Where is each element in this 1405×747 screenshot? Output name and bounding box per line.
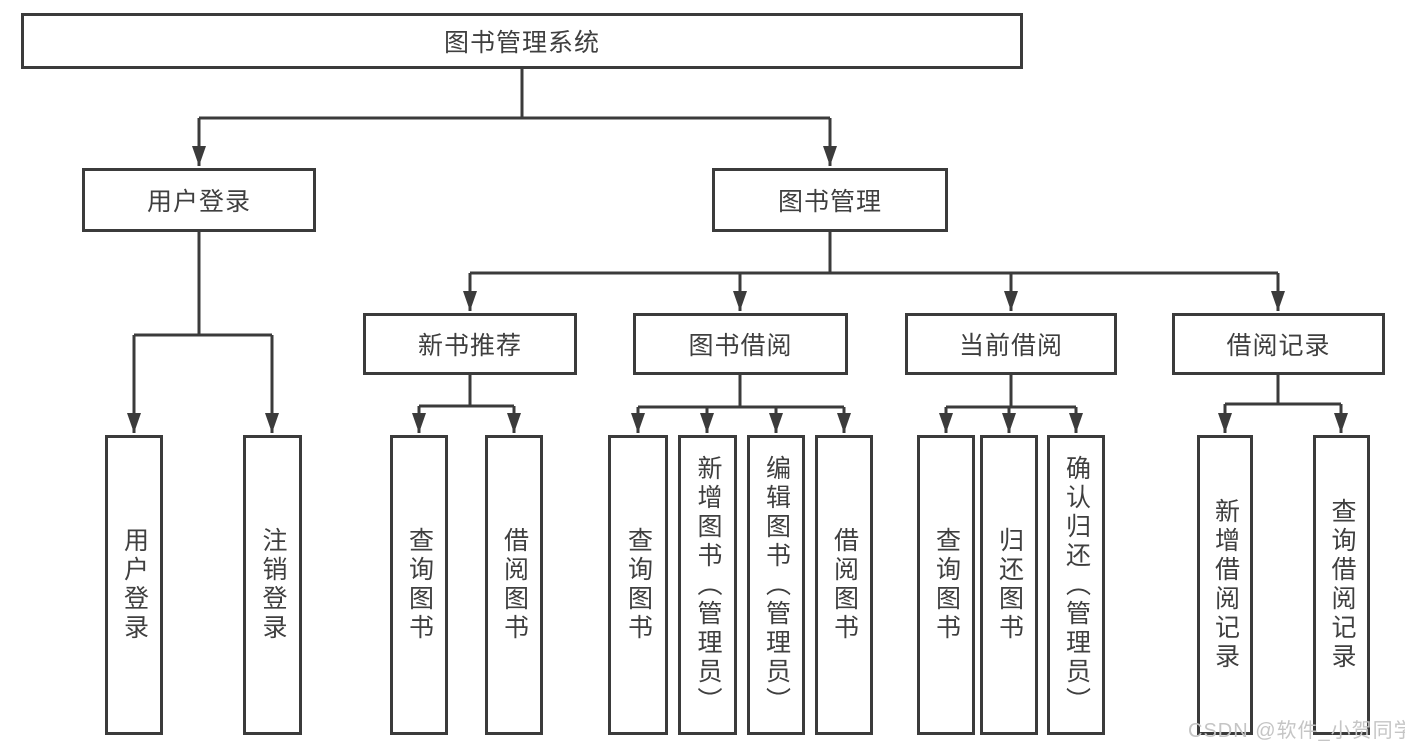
node-book-management-label: 图书管理 — [777, 188, 882, 216]
leaf-logout: 注销登录 — [243, 435, 302, 735]
leaf-user-login: 用户登录 — [105, 435, 163, 735]
leaf-borrow-edit-book-admin-label: 编辑图书（管理员） — [762, 454, 791, 716]
leaf-borrow-edit-book-admin: 编辑图书（管理员） — [747, 435, 805, 735]
node-user-login: 用户登录 — [82, 168, 316, 232]
leaf-borrow-book: 借阅图书 — [815, 435, 873, 735]
leaf-add-borrow-record-label: 新增借阅记录 — [1211, 498, 1240, 672]
leaf-newbook-borrow: 借阅图书 — [485, 435, 543, 735]
node-root: 图书管理系统 — [21, 13, 1023, 69]
node-user-login-label: 用户登录 — [146, 188, 251, 216]
leaf-confirm-return-admin-label: 确认归还（管理员） — [1062, 454, 1091, 716]
node-current-borrowing-label: 当前借阅 — [958, 332, 1063, 360]
leaf-borrow-query-label: 查询图书 — [624, 527, 653, 643]
leaf-confirm-return-admin: 确认归还（管理员） — [1047, 435, 1105, 735]
leaf-current-query: 查询图书 — [917, 435, 975, 735]
node-new-book-recommend-label: 新书推荐 — [417, 332, 522, 360]
leaf-query-borrow-record-label: 查询借阅记录 — [1328, 498, 1356, 672]
leaf-borrow-book-label: 借阅图书 — [830, 527, 859, 643]
csdn-watermark: CSDN @软件_小贺同学 — [1188, 720, 1405, 742]
node-borrowing-records-label: 借阅记录 — [1226, 332, 1331, 360]
leaf-newbook-borrow-label: 借阅图书 — [500, 527, 529, 643]
node-book-management: 图书管理 — [712, 168, 948, 232]
node-book-borrowing-label: 图书借阅 — [688, 332, 793, 360]
leaf-return-book-label: 归还图书 — [995, 527, 1024, 643]
leaf-newbook-query: 查询图书 — [390, 435, 448, 735]
leaf-user-login-label: 用户登录 — [120, 527, 149, 643]
leaf-query-borrow-record: 查询借阅记录 — [1313, 435, 1370, 735]
node-new-book-recommend: 新书推荐 — [363, 313, 577, 375]
leaf-borrow-add-book-admin: 新增图书（管理员） — [678, 435, 737, 735]
node-root-label: 图书管理系统 — [443, 29, 600, 57]
leaf-logout-label: 注销登录 — [259, 527, 287, 643]
node-borrowing-records: 借阅记录 — [1172, 313, 1385, 375]
node-book-borrowing: 图书借阅 — [633, 313, 848, 375]
leaf-borrow-query: 查询图书 — [608, 435, 668, 735]
node-current-borrowing: 当前借阅 — [905, 313, 1117, 375]
leaf-add-borrow-record: 新增借阅记录 — [1197, 435, 1253, 735]
leaf-newbook-query-label: 查询图书 — [405, 527, 434, 643]
leaf-borrow-add-book-admin-label: 新增图书（管理员） — [694, 454, 722, 716]
leaf-current-query-label: 查询图书 — [932, 527, 961, 643]
leaf-return-book: 归还图书 — [980, 435, 1038, 735]
